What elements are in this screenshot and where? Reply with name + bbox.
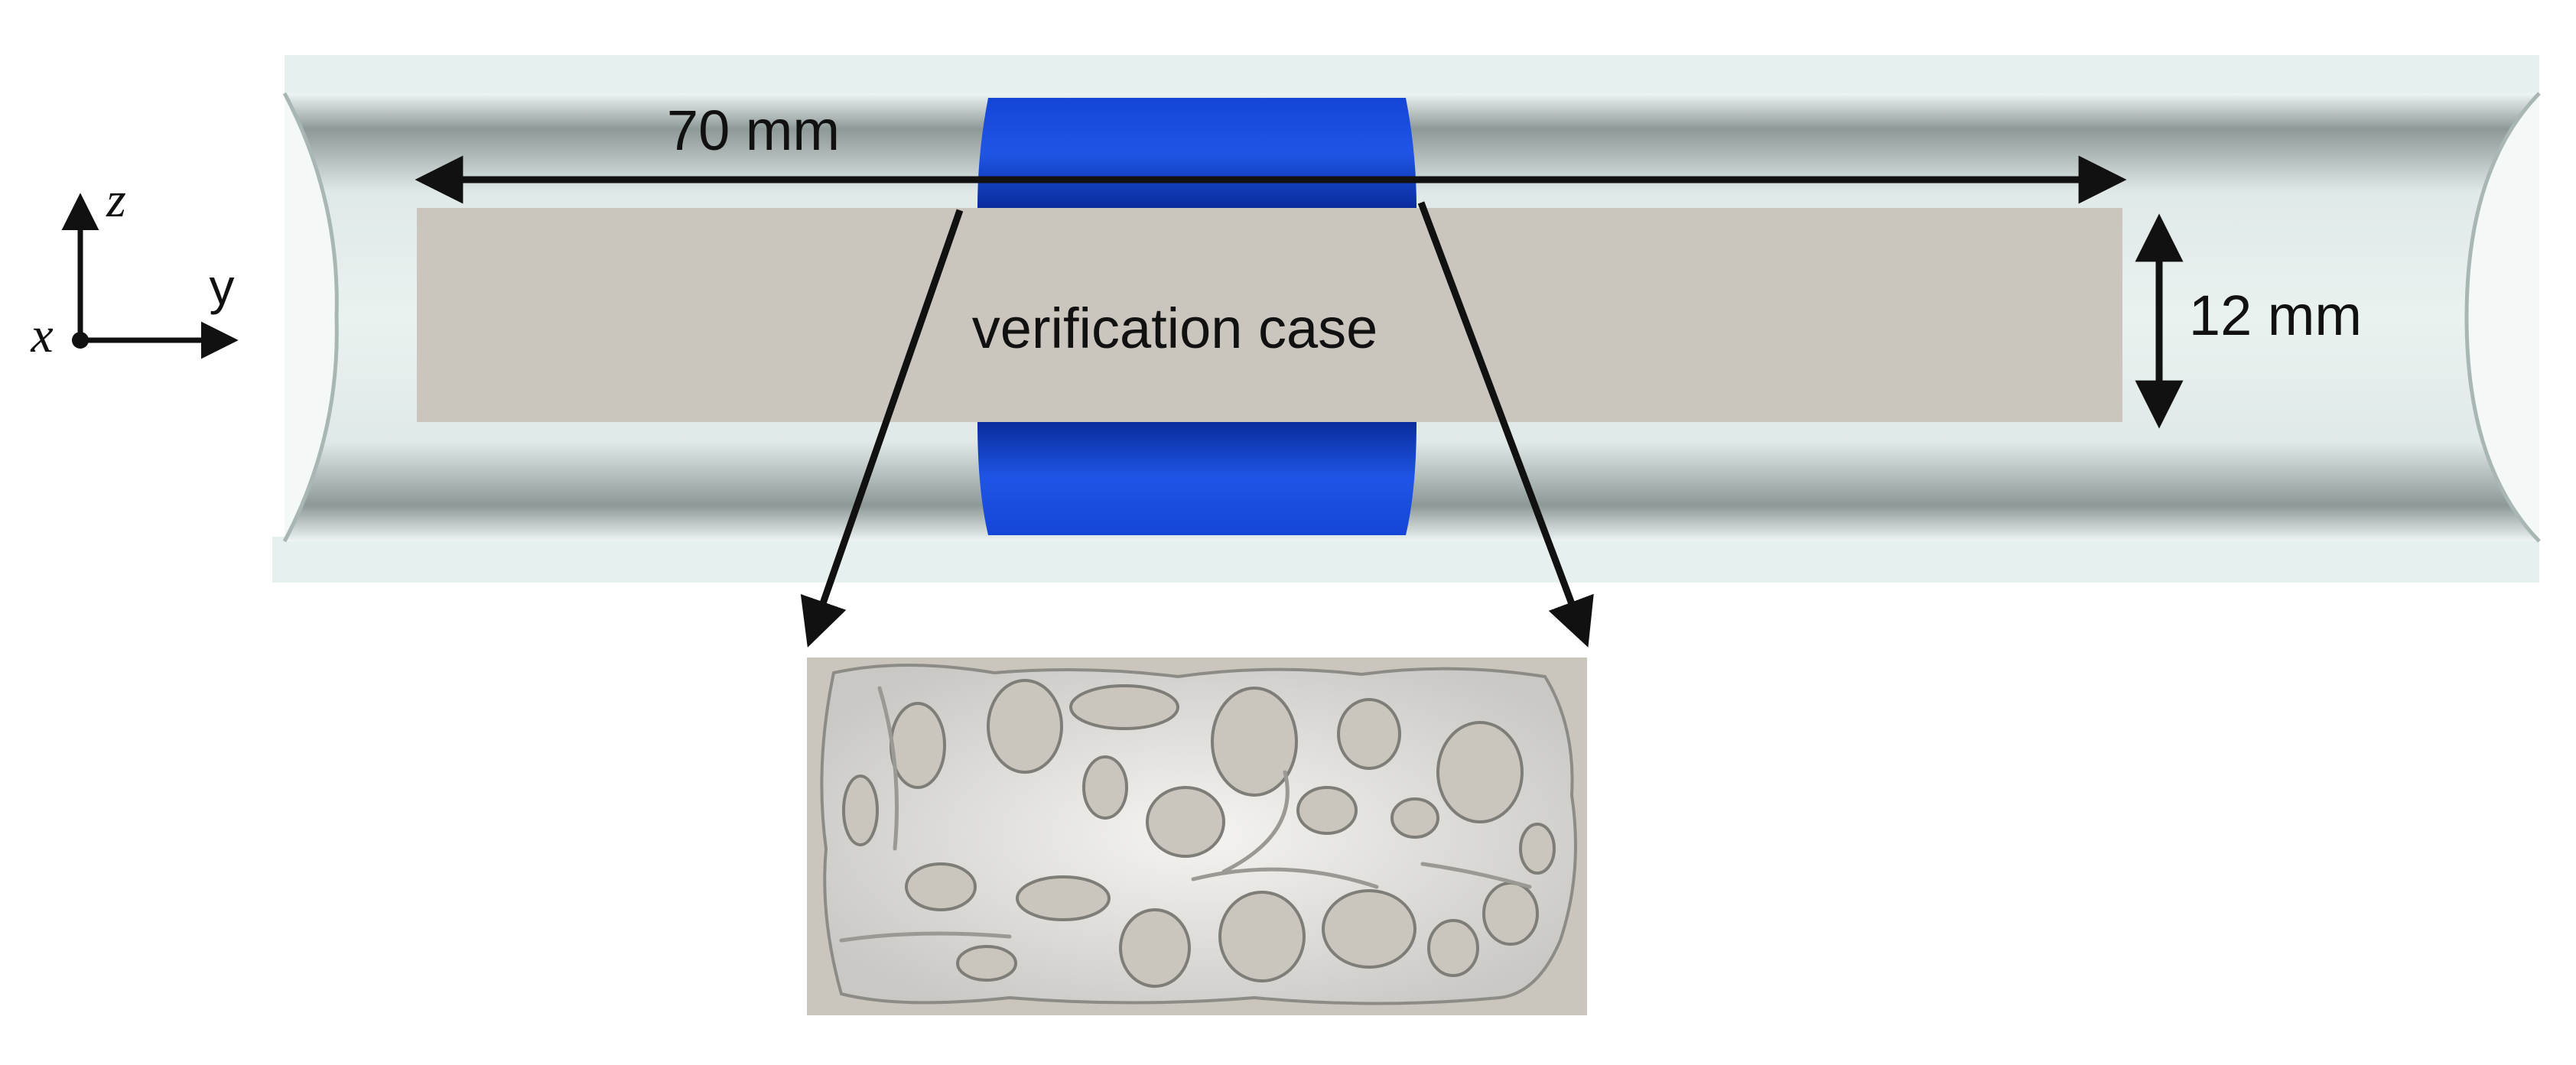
x-axis-label: x <box>30 307 53 363</box>
verification-case-label: verification case <box>972 297 1378 360</box>
porous-bone-microstructure-icon <box>807 658 1587 1015</box>
blue-insert-bottom <box>977 422 1416 535</box>
bone-pores <box>842 679 1556 988</box>
tube-right-end <box>2467 93 2539 541</box>
tube-top-rim <box>285 55 2539 96</box>
tube-left-end <box>285 93 337 541</box>
coordinate-axes: z y x <box>30 172 239 363</box>
zoom-arrow-right <box>1417 201 1594 648</box>
length-label: 70 mm <box>667 99 840 162</box>
x-axis-dot <box>72 332 89 349</box>
zoom-arrows <box>800 201 1594 648</box>
length-dimension: 70 mm <box>415 99 2127 204</box>
height-dimension: 12 mm <box>2135 213 2362 429</box>
z-axis-label: z <box>106 172 126 228</box>
height-label: 12 mm <box>2189 284 2362 347</box>
specimen-block <box>417 208 2122 422</box>
blue-insert-top <box>977 98 1416 208</box>
tube-bottom-rim <box>272 537 2539 583</box>
y-axis-label: y <box>210 258 235 315</box>
bone-ridges <box>839 686 1532 943</box>
zoom-arrow-left <box>800 209 964 648</box>
